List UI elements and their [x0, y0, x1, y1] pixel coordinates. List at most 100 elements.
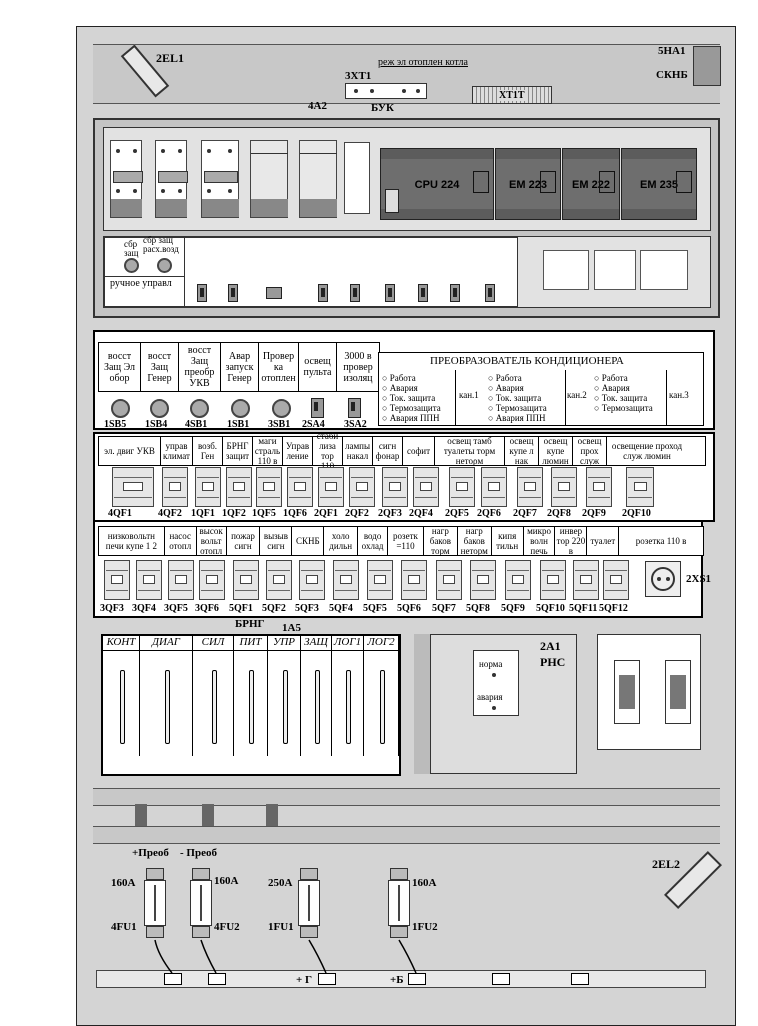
- brng-card-handle: [211, 670, 217, 744]
- ch1-item: ○ Авария: [382, 383, 418, 393]
- rns-indicator-panel: [473, 650, 519, 716]
- toggle-5[interactable]: [350, 284, 360, 302]
- fuse-1fu1: [298, 868, 320, 938]
- socket-2xs1[interactable]: [645, 561, 681, 597]
- bracket-3: [266, 804, 278, 826]
- row1-cell: Управ ление: [283, 437, 313, 465]
- breaker-3qf6[interactable]: [199, 560, 225, 600]
- row2-cell: высок вольт отопл: [197, 526, 227, 556]
- rns-norm-led: [492, 673, 496, 677]
- lower-strip: [93, 826, 720, 844]
- toggle-4[interactable]: [318, 284, 328, 302]
- converter-ch3-label: кан.3: [669, 390, 689, 400]
- brng-card-handle: [346, 670, 351, 744]
- breaker-3qf5[interactable]: [168, 560, 194, 600]
- xt1-label: 3ХТ1: [345, 70, 372, 82]
- row2-cell: туалет: [587, 527, 620, 555]
- breaker-2qf3[interactable]: [382, 467, 408, 507]
- toggle-2[interactable]: [228, 284, 238, 302]
- reset-button-2[interactable]: [157, 258, 172, 273]
- breaker-label: 2QF8: [547, 508, 571, 519]
- switch-2sa4[interactable]: [311, 398, 324, 418]
- toggle-7[interactable]: [418, 284, 428, 302]
- breaker-4qf1[interactable]: [112, 467, 154, 507]
- breaker-5qf11[interactable]: [573, 560, 599, 600]
- control-divider-v: [184, 237, 185, 307]
- breaker-5qf10[interactable]: [540, 560, 566, 600]
- breaker-5qf9[interactable]: [505, 560, 531, 600]
- terminal-2: [208, 973, 226, 985]
- breaker-2qf6[interactable]: [481, 467, 507, 507]
- breaker-2qf4[interactable]: [413, 467, 439, 507]
- converter-ch2: ○ Работа ○ Авария ○ Ток. защита ○ Термоз…: [488, 373, 564, 423]
- breaker-5qf3[interactable]: [299, 560, 325, 600]
- plus-conv-label: +Преоб: [132, 847, 169, 859]
- breaker-5qf4[interactable]: [333, 560, 359, 600]
- rail-4a2-label: 4А2: [308, 100, 327, 112]
- breaker-label: 5QF10: [536, 603, 565, 614]
- plc-cpu224-label: CPU 224: [381, 159, 493, 211]
- breaker-5qf7[interactable]: [436, 560, 462, 600]
- plc-em235-label: EM 235: [622, 159, 696, 211]
- switch-3sa2[interactable]: [348, 398, 361, 418]
- breaker-5qf12[interactable]: [603, 560, 629, 600]
- breaker-1qf2[interactable]: [226, 467, 252, 507]
- breaker-3qf3[interactable]: [104, 560, 130, 600]
- button-3sb1[interactable]: [272, 399, 291, 418]
- button-1sb5[interactable]: [111, 399, 130, 418]
- toggle-9[interactable]: [485, 284, 495, 302]
- breaker-4qf2[interactable]: [162, 467, 188, 507]
- ch1-item: ○ Работа: [382, 373, 416, 383]
- label-3sa2: 3SA2: [344, 419, 367, 430]
- breaker-5qf6[interactable]: [401, 560, 427, 600]
- breaker-label: 5QF1: [229, 603, 253, 614]
- toggle-8[interactable]: [450, 284, 460, 302]
- breaker-2qf7[interactable]: [517, 467, 543, 507]
- toggle-1[interactable]: [197, 284, 207, 302]
- breaker-2qf2[interactable]: [349, 467, 375, 507]
- terminal-g-label: + Г: [296, 974, 313, 986]
- row2-cell: СКНБ: [292, 527, 325, 555]
- row1-cell: сигн фонар: [373, 437, 403, 465]
- manual-control-label: ручное управл: [110, 278, 172, 289]
- brng-card-title: ЛОГ2: [364, 636, 398, 651]
- breaker-5qf2[interactable]: [266, 560, 292, 600]
- converter-ch2-label: кан.2: [567, 390, 587, 400]
- label-4sb1: 4SB1: [185, 419, 208, 430]
- breaker-label: 2QF4: [409, 508, 433, 519]
- breaker-5qf8[interactable]: [470, 560, 496, 600]
- fuse-1fu2-label: 1FU2: [412, 921, 438, 933]
- lamp-2el1-label: 2EL1: [156, 51, 185, 65]
- breaker-2qf5[interactable]: [449, 467, 475, 507]
- toggle-6[interactable]: [385, 284, 395, 302]
- breaker-2qf8[interactable]: [551, 467, 577, 507]
- socket-label: 2XS1: [686, 573, 712, 585]
- breaker-2qf1[interactable]: [318, 467, 344, 507]
- button-4sb1[interactable]: [190, 399, 209, 418]
- breaker-label: 1QF6: [283, 508, 307, 519]
- row2-cell: розетка 110 в: [635, 536, 687, 546]
- brng-title: БРНГ: [235, 618, 265, 630]
- breaker-3qf4[interactable]: [136, 560, 162, 600]
- toggle-3[interactable]: [266, 287, 282, 299]
- breaker-1qf5[interactable]: [256, 467, 282, 507]
- breaker-5qf1[interactable]: [233, 560, 259, 600]
- middle-strip: [93, 788, 720, 806]
- breaker-1qf6[interactable]: [287, 467, 313, 507]
- converter-ch3-divider: [666, 370, 667, 426]
- button-1sb1[interactable]: [231, 399, 250, 418]
- breaker-5qf5[interactable]: [367, 560, 393, 600]
- reset-button-1[interactable]: [124, 258, 139, 273]
- brng-card-title: СИЛ: [193, 636, 233, 651]
- btn-cell-4: Авар запуск Генер: [221, 343, 259, 391]
- horn-label: СКНБ: [656, 69, 688, 81]
- terminal-6: [571, 973, 589, 985]
- breaker-label: 2QF3: [378, 508, 402, 519]
- row1-cell: управ климат: [161, 437, 193, 465]
- row1-cell: возб. Ген: [193, 437, 223, 465]
- horn-icon: [693, 46, 721, 86]
- breaker-2qf10[interactable]: [626, 467, 654, 507]
- breaker-1qf1[interactable]: [195, 467, 221, 507]
- button-1sb4[interactable]: [150, 399, 169, 418]
- breaker-2qf9[interactable]: [586, 467, 612, 507]
